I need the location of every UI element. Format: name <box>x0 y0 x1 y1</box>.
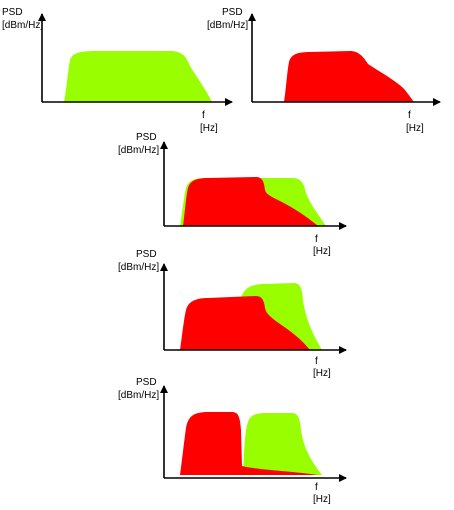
y-axis-label-unit: [dBm/Hz] <box>118 390 159 401</box>
x-axis-label-unit: [Hz] <box>313 246 331 257</box>
panel-bottom: PSD [dBm/Hz] f [Hz] <box>118 377 347 505</box>
y-axis-label-unit: [dBm/Hz] <box>207 20 248 31</box>
y-axis-label-psd: PSD <box>136 249 157 260</box>
panel-top-right: PSD [dBm/Hz] f [Hz] <box>207 7 441 134</box>
x-axis-label-unit: [Hz] <box>200 123 218 134</box>
panel-middle-1: PSD [dBm/Hz] f [Hz] <box>118 132 347 257</box>
panel-middle-2: PSD [dBm/Hz] f [Hz] <box>118 249 347 379</box>
panel-top-left: PSD [dBm/Hz] f [Hz] <box>2 7 233 134</box>
y-axis-label-psd: PSD <box>136 132 157 143</box>
y-axis-label-psd: PSD <box>222 7 243 18</box>
green-spectrum <box>64 51 212 102</box>
x-axis-label-f: f <box>315 356 318 367</box>
x-axis-label-f: f <box>315 234 318 245</box>
y-axis-label-unit: [dBm/Hz] <box>2 20 43 31</box>
y-axis-label-psd: PSD <box>136 377 157 388</box>
x-axis-label-unit: [Hz] <box>313 494 331 505</box>
red-spectrum <box>284 51 414 102</box>
x-axis-label-f: f <box>315 482 318 493</box>
y-axis-label-unit: [dBm/Hz] <box>118 145 159 156</box>
x-axis-label-unit: [Hz] <box>313 368 331 379</box>
x-axis-label-unit: [Hz] <box>406 123 424 134</box>
x-axis-label-f: f <box>202 110 205 121</box>
y-axis-label-psd: PSD <box>2 7 23 18</box>
red-spectrum <box>180 296 310 350</box>
red-spectrum <box>183 177 318 226</box>
x-axis-label-f: f <box>408 110 411 121</box>
y-axis-label-unit: [dBm/Hz] <box>118 262 159 273</box>
red-spectrum <box>180 412 318 475</box>
green-spectrum <box>243 413 322 475</box>
